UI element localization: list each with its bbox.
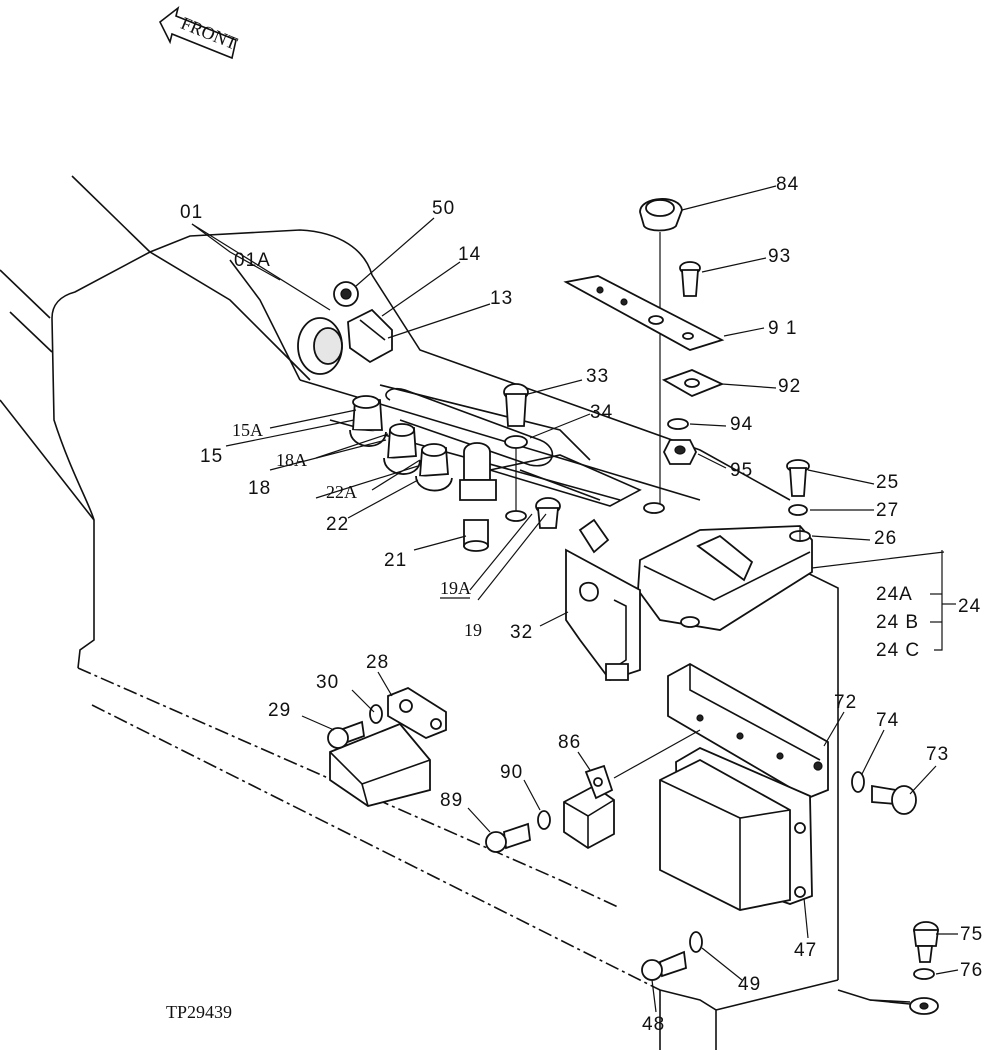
callout-47: 47 — [794, 940, 817, 961]
callout-15a: 15A — [232, 420, 263, 440]
callout-90: 90 — [500, 762, 523, 783]
callout-24c: 24 C — [876, 640, 920, 661]
callout-94: 94 — [730, 414, 753, 435]
callout-72: 72 — [834, 692, 857, 713]
callout-49: 49 — [738, 974, 761, 995]
callout-89: 89 — [440, 790, 463, 811]
callout-91: 9 1 — [768, 318, 797, 339]
callout-34: 34 — [590, 402, 613, 423]
callout-13: 13 — [490, 288, 513, 309]
callout-93: 93 — [768, 246, 791, 267]
callout-18: 18 — [248, 478, 271, 499]
callout-19a: 19A — [440, 578, 471, 598]
callout-01: 01 — [180, 202, 203, 223]
callout-labels: 01 01A 50 14 13 84 93 9 1 92 94 95 33 34… — [180, 174, 983, 1035]
callout-28: 28 — [366, 652, 389, 673]
callout-50: 50 — [432, 198, 455, 219]
callout-15: 15 — [200, 446, 223, 467]
callout-95: 95 — [730, 460, 753, 481]
callout-30: 30 — [316, 672, 339, 693]
callout-92: 92 — [778, 376, 801, 397]
leader-lines — [191, 185, 959, 1013]
callout-24b: 24 B — [876, 612, 919, 633]
lever-bracket-32 — [565, 518, 641, 682]
callout-27: 27 — [876, 500, 899, 521]
callout-33: 33 — [586, 366, 609, 387]
key-switch-assembly — [297, 281, 393, 375]
callout-73: 73 — [926, 744, 949, 765]
callout-48: 48 — [642, 1014, 665, 1035]
callout-29: 29 — [268, 700, 291, 721]
upper-hardware — [563, 198, 725, 514]
callout-01a: 01A — [234, 250, 271, 271]
callout-18a: 18A — [276, 450, 307, 470]
callout-22: 22 — [326, 514, 349, 535]
screw-73-washer-74 — [851, 771, 917, 815]
front-arrow: FRONT — [158, 5, 240, 60]
callout-32: 32 — [510, 622, 533, 643]
control-knobs — [349, 395, 497, 552]
callout-25: 25 — [876, 472, 899, 493]
callout-74: 74 — [876, 710, 899, 731]
callout-26: 26 — [874, 528, 897, 549]
callout-14: 14 — [458, 244, 481, 265]
relay-28 — [327, 686, 447, 807]
bolt-75-washer-76 — [869, 921, 940, 1015]
callout-75: 75 — [960, 924, 983, 945]
bracket-72 — [667, 662, 829, 799]
callout-24: 24 — [958, 596, 981, 617]
nut-19 — [535, 497, 561, 529]
callout-21: 21 — [384, 550, 407, 571]
callout-24a: 24A — [876, 584, 913, 605]
screw-33-washer-34 — [503, 383, 529, 522]
callout-86: 86 — [558, 732, 581, 753]
callout-19: 19 — [464, 620, 482, 640]
callout-22a: 22A — [326, 482, 357, 502]
switch-box-24 — [637, 459, 813, 631]
front-arrow-label: FRONT — [178, 13, 240, 54]
relay-86 — [485, 764, 615, 853]
relay-box-47 — [641, 746, 813, 981]
drawing-code: TP29439 — [166, 1002, 232, 1022]
callout-76: 76 — [960, 960, 983, 981]
callout-84: 84 — [776, 174, 799, 195]
console-body — [0, 175, 911, 1050]
